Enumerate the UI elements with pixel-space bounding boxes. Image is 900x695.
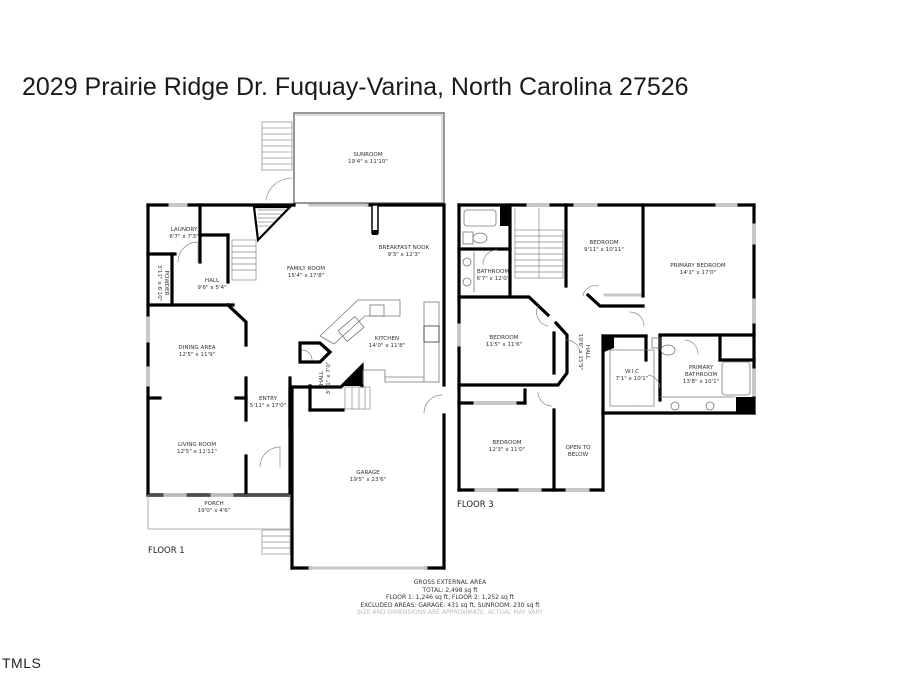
room-label-dining-area: DINING AREA	[178, 345, 215, 351]
room-dims-primary-bathroom: 13'8" x 10'1"	[683, 379, 720, 385]
area-total: TOTAL: 2,498 sq ft	[422, 586, 478, 594]
area-floors: FLOOR 1: 1,246 sq ft, FLOOR 2: 1,252 sq …	[385, 594, 515, 602]
room-dims-bedroom-4: 12'3" x 11'0"	[489, 447, 526, 453]
room-dims-dining-area: 12'5" x 11'9"	[179, 352, 216, 358]
room-label-entry: ENTRY	[259, 396, 278, 402]
floor-1-windows	[146, 203, 428, 570]
floor-3-room-labels: BATHROOM 6'7" x 12'0" BEDROOM 9'11" x 10…	[457, 240, 726, 510]
property-address-title: 2029 Prairie Ridge Dr. Fuquay-Varina, No…	[22, 73, 689, 101]
room-label-hall-2: HALL	[319, 370, 325, 385]
sunroom-outline	[293, 112, 445, 204]
room-label-primary-bathroom-1: PRIMARY	[689, 365, 714, 371]
room-dims-living-room: 12'5" x 11'11"	[177, 449, 217, 455]
room-dims-bathroom: 6'7" x 12'0"	[477, 276, 510, 282]
floor-3-windows	[457, 203, 756, 492]
room-dims-hall-2: 3'11" x 7'0"	[326, 361, 332, 394]
room-dims-primary-bedroom: 14'1" x 17'0"	[680, 270, 717, 276]
room-dims-garage: 19'5" x 23'6"	[350, 477, 387, 483]
floor-3-doors	[482, 249, 699, 407]
floor-1-room-labels: SUNROOM 19'4" x 11'10" LAUNDRY 6'7" x 7'…	[148, 152, 430, 556]
room-dims-bedroom-2: 9'11" x 10'11"	[584, 247, 624, 253]
bathroom-fixtures	[462, 209, 751, 411]
room-label-sunroom: SUNROOM	[353, 152, 383, 158]
room-dims-powder: 3'11" x 6'10"	[156, 265, 162, 302]
room-dims-hall-1: 9'6" x 5'4"	[197, 285, 227, 291]
room-label-hall-1: HALL	[205, 278, 220, 284]
room-label-bedroom-2: BEDROOM	[589, 240, 618, 246]
room-dims-breakfast-nook: 9'3" x 12'3"	[388, 252, 421, 258]
floor-1-walls	[146, 203, 446, 570]
floor-1-doors	[177, 241, 443, 468]
mls-watermark: TMLS	[2, 655, 42, 671]
room-label-hall-3: HALL	[584, 345, 590, 360]
room-dims-entry: 5'11" x 17'0"	[250, 403, 287, 409]
room-label-open-to-below-1: OPEN TO	[565, 445, 591, 451]
room-label-bedroom-3: BEDROOM	[489, 335, 518, 341]
room-dims-kitchen: 14'0" x 11'8"	[369, 343, 406, 349]
kitchen-counters	[319, 299, 440, 385]
room-label-wic: W.I.C	[625, 369, 639, 375]
area-disclaimer: SIZE AND DIMENSIONS ARE APPROXIMATE, ACT…	[357, 609, 543, 617]
sunroom-stairs	[261, 121, 293, 201]
room-dims-porch: 19'0" x 4'6"	[198, 508, 231, 514]
floor-3-label: FLOOR 3	[457, 500, 494, 510]
room-label-primary-bedroom: PRIMARY BEDROOM	[670, 263, 726, 269]
room-label-open-to-below-2: BELOW	[568, 452, 589, 458]
room-label-bathroom: BATHROOM	[477, 269, 510, 275]
nook-column	[371, 204, 379, 234]
room-label-kitchen: KITCHEN	[375, 336, 399, 342]
room-dims-family-room: 15'4" x 17'8"	[288, 273, 325, 279]
room-label-bedroom-4: BEDROOM	[492, 440, 521, 446]
room-label-breakfast-nook: BREAKFAST NOOK	[379, 245, 430, 251]
floor-1-stairs	[231, 205, 371, 410]
room-label-living-room: LIVING ROOM	[178, 442, 216, 448]
room-label-laundry: LAUNDRY	[171, 227, 198, 233]
gross-area-summary: GROSS EXTERNAL AREA TOTAL: 2,498 sq ft F…	[300, 579, 600, 617]
room-dims-sunroom: 19'4" x 11'10"	[348, 159, 388, 165]
wic-column	[604, 337, 614, 352]
area-excluded: EXCLUDED AREAS: GARAGE: 431 sq ft, SUNRO…	[360, 601, 540, 609]
porch-outline	[147, 494, 291, 555]
room-dims-laundry: 6'7" x 7'3"	[169, 234, 199, 240]
floor-3-plan	[457, 203, 756, 492]
room-label-family-room: FAMILY ROOM	[287, 266, 325, 272]
room-dims-hall-3: 10'6" x 15'9"	[577, 334, 583, 371]
floor-1-plan	[146, 112, 446, 570]
room-label-porch: PORCH	[204, 501, 224, 507]
floor-3-stairs	[514, 207, 564, 279]
room-dims-wic: 7'1" x 10'1"	[616, 376, 649, 382]
room-label-garage: GARAGE	[356, 470, 380, 476]
kitchen-column	[342, 366, 362, 386]
primary-bath-column	[736, 397, 754, 413]
area-heading: GROSS EXTERNAL AREA	[413, 579, 487, 586]
floor-1-label: FLOOR 1	[148, 546, 185, 556]
room-dims-bedroom-3: 11'5" x 11'6"	[486, 342, 523, 348]
room-label-primary-bathroom-2: BATHROOM	[685, 372, 718, 378]
room-label-powder: POWDER	[163, 270, 169, 295]
bath-column	[500, 206, 510, 226]
